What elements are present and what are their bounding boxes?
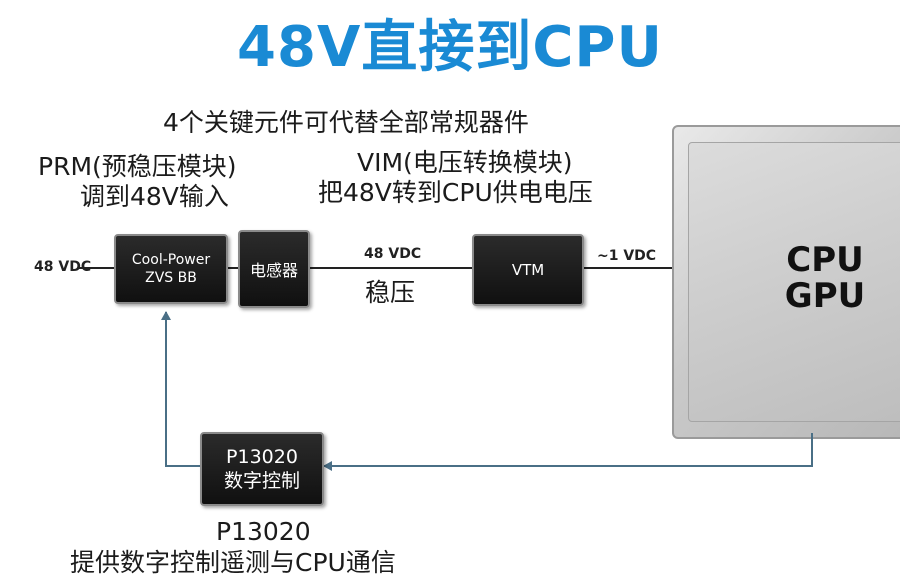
controller-block: P13020 数字控制 — [200, 432, 324, 506]
vtm-block-label: VTM — [511, 261, 545, 279]
bus-voltage-label: 48 VDC — [364, 246, 422, 262]
inductor-block-label: 电感器 — [249, 261, 298, 280]
bus-regulated-label: 稳压 — [365, 278, 416, 307]
input-voltage-label: 48 VDC — [34, 259, 92, 275]
prm-note-line2: 调到48V输入 — [80, 182, 229, 211]
controller-note-line2: 提供数字控制遥测与CPU通信 — [70, 548, 396, 577]
vtm-block: VTM — [472, 234, 584, 306]
page-title: 48V直接到CPU — [237, 15, 663, 80]
feedback-from-chip — [323, 433, 813, 471]
controller-note-line1: P13020 — [216, 517, 311, 546]
prm-block: Cool-Power ZVS BB — [114, 234, 228, 304]
prm-note-line1: PRM(预稳压模块) — [38, 152, 237, 181]
controller-block-line2: 数字控制 — [223, 470, 300, 492]
vim-note-line1: VIM(电压转换模块) — [357, 148, 573, 177]
controller-block-line1: P13020 — [226, 446, 298, 468]
chip-die — [688, 142, 900, 422]
chip-label: CPU GPU — [780, 242, 870, 314]
subtitle: 4个关键元件可代替全部常规器件 — [163, 108, 529, 137]
vim-note-line2: 把48V转到CPU供电电压 — [318, 178, 593, 207]
chip-label-gpu: GPU — [784, 276, 866, 316]
prm-block-line2: ZVS BB — [145, 270, 197, 286]
prm-block-line1: Cool-Power — [131, 252, 211, 268]
output-voltage-label: ~1 VDC — [597, 248, 657, 264]
inductor-block: 电感器 — [238, 230, 310, 308]
chip-label-cpu: CPU — [786, 240, 864, 280]
feedback-to-prm — [161, 311, 200, 467]
